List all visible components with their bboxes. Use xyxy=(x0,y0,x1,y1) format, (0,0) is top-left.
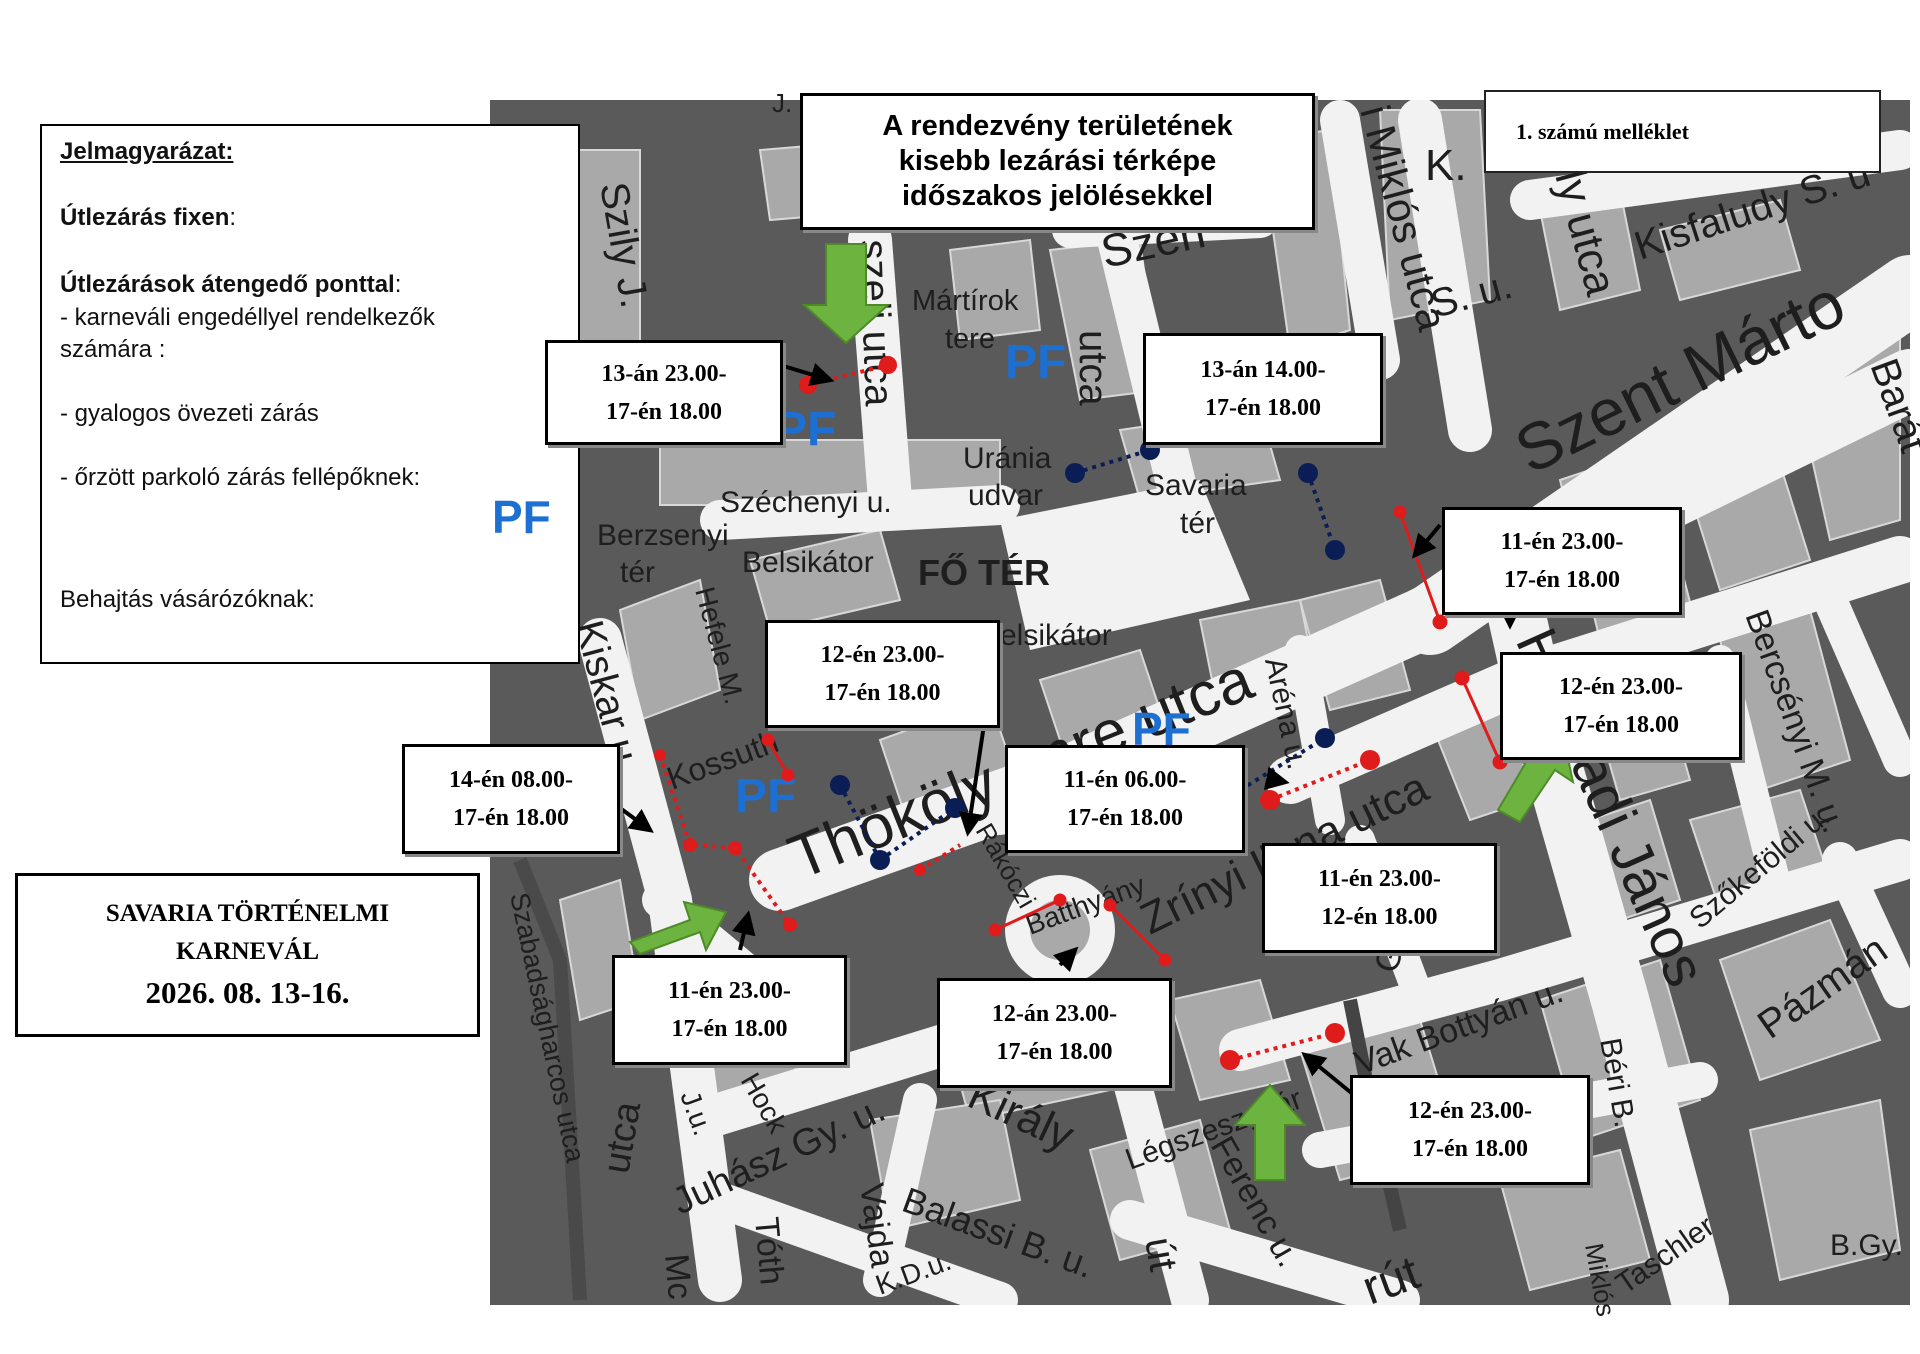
label-urania: Uránia xyxy=(963,442,1052,475)
time-box: 12-én 23.00- 17-én 18.00 xyxy=(1500,652,1742,760)
time-box-start: 12-én 23.00- xyxy=(1559,674,1683,700)
label-k: K. xyxy=(1425,141,1467,190)
time-box-end: 17-én 18.00 xyxy=(1205,395,1321,421)
legend-pf-icon: PF xyxy=(492,491,551,543)
time-box: 12-án 23.00- 17-én 18.00 xyxy=(937,978,1172,1088)
time-box-end: 17-én 18.00 xyxy=(1067,805,1183,831)
vendor-entry-arrow xyxy=(1232,1083,1308,1181)
label-udvar: udvar xyxy=(968,479,1043,512)
label-tere: tere xyxy=(945,323,995,355)
time-box-start: 13-án 14.00- xyxy=(1200,357,1326,383)
label-belsikator: Belsikátor xyxy=(742,546,874,579)
permit-closure-dots xyxy=(654,356,1380,1070)
vendor-entry-arrow xyxy=(628,900,728,956)
legend-fixed-label: Útlezárás fixen xyxy=(60,204,230,231)
time-box: 14-én 08.00- 17-én 18.00 xyxy=(402,744,620,854)
time-box-start: 12-én 23.00- xyxy=(820,642,945,668)
time-box-start: 11-én 23.00- xyxy=(1500,529,1624,555)
time-box-start: 14-én 08.00- xyxy=(449,767,573,793)
time-box-start: 11-én 06.00- xyxy=(1063,767,1187,793)
time-box: 13-án 23.00- 17-én 18.00 xyxy=(545,340,783,445)
legend-permit-line2: számára : xyxy=(60,336,166,363)
time-box: 11-én 23.00- 17-én 18.00 xyxy=(1442,507,1682,615)
pf-marker: PF xyxy=(1005,336,1066,389)
time-box: 12-én 23.00- 17-én 18.00 xyxy=(1350,1075,1590,1185)
title-line3: időszakos jelölésekkel xyxy=(901,180,1214,212)
time-box-end: 17-én 18.00 xyxy=(671,1016,788,1042)
legend-panel: Jelmagyarázat: Útlezárás fixen: Útlezárá… xyxy=(40,124,580,664)
legend-permit-line1: - karneváli engedéllyel rendelkezők xyxy=(60,304,435,331)
legend-passthrough-suffix: : xyxy=(394,271,402,298)
legend-vendor-entry: Behajtás vásárózóknak: xyxy=(60,586,315,613)
title-line2: kisebb lezárási térképe xyxy=(898,145,1217,177)
time-box-end: 17-én 18.00 xyxy=(1563,712,1679,738)
vendor-entry-arrow xyxy=(801,243,891,345)
pf-marker: PF xyxy=(775,403,836,456)
label-martirok: Mártírok xyxy=(912,285,1019,317)
label-toth: Tóth xyxy=(747,1215,791,1286)
time-box-end: 17-én 18.00 xyxy=(996,1039,1113,1065)
time-box-end: 17-én 18.00 xyxy=(1412,1136,1528,1162)
time-box-start: 11-én 23.00- xyxy=(1318,866,1441,892)
label-savaria: Savaria xyxy=(1145,469,1247,502)
time-box: 11-én 06.00- 17-én 18.00 xyxy=(1005,745,1245,853)
fixed-closures xyxy=(761,505,1508,967)
label-szechenyi: Széchenyi u. xyxy=(720,486,892,519)
time-box: 11-én 23.00- 12-én 18.00 xyxy=(1262,843,1497,953)
label-fo-ter: FŐ TÉR xyxy=(918,551,1050,593)
label-belsikator2: elsikátor xyxy=(1000,619,1112,652)
label-bgy: B.Gy. xyxy=(1830,1229,1903,1262)
event-dates: 2026. 08. 13-16. xyxy=(145,975,350,1010)
legend-passthrough-heading: Útlezárások átengedő ponttal xyxy=(60,271,395,298)
legend-pedestrian: - gyalogos övezeti zárás xyxy=(60,400,319,427)
time-box-start: 13-án 23.00- xyxy=(601,360,727,387)
label-ter: tér xyxy=(1180,507,1215,540)
map-title: A rendezvény területének kisebb lezárási… xyxy=(800,93,1315,230)
legend-heading: Jelmagyarázat: xyxy=(60,138,234,165)
time-box-end: 12-én 18.00 xyxy=(1321,904,1438,930)
label-berzsenyi: Berzsenyi xyxy=(597,519,729,552)
event-line2: KARNEVÁL xyxy=(175,938,320,965)
label-mc: Mc xyxy=(657,1252,699,1300)
permit-closures xyxy=(658,363,1371,1062)
label-utca-v: utca xyxy=(1071,330,1115,406)
title-line1: A rendezvény területének xyxy=(882,110,1233,142)
label-ter2: tér xyxy=(620,556,655,589)
time-box-end: 17-én 18.00 xyxy=(824,680,941,706)
time-box-end: 17-én 18.00 xyxy=(1504,567,1620,593)
time-box-start: 12-én 23.00- xyxy=(1408,1098,1532,1124)
legend-fixed: Útlezárás fixen: xyxy=(60,204,236,232)
time-box-end: 17-én 18.00 xyxy=(453,805,569,831)
event-info: SAVARIA TÖRTÉNELMI KARNEVÁL 2026. 08. 13… xyxy=(15,873,480,1037)
time-box-start: 11-én 23.00- xyxy=(668,978,791,1004)
annex-label: 1. számú melléklet xyxy=(1484,90,1881,173)
pedestrian-closures xyxy=(838,448,1337,862)
time-box-end: 17-én 18.00 xyxy=(606,398,722,425)
legend-fixed-suffix: : xyxy=(229,204,237,231)
event-line1: SAVARIA TÖRTÉNELMI xyxy=(105,900,390,927)
time-box-start: 12-án 23.00- xyxy=(991,1001,1118,1027)
time-box: 12-én 23.00- 17-én 18.00 xyxy=(765,620,1000,728)
time-box: 11-én 23.00- 17-én 18.00 xyxy=(612,955,847,1065)
label-j: J. xyxy=(772,88,792,118)
label-ut: út xyxy=(1136,1234,1185,1274)
legend-passthrough: Útlezárások átengedő ponttal: xyxy=(60,271,401,299)
pedestrian-closure-dots xyxy=(830,440,1345,870)
time-box: 13-án 14.00- 17-én 18.00 xyxy=(1143,333,1383,445)
legend-guarded-parking: - őrzött parkoló zárás fellépőknek: xyxy=(60,464,421,491)
